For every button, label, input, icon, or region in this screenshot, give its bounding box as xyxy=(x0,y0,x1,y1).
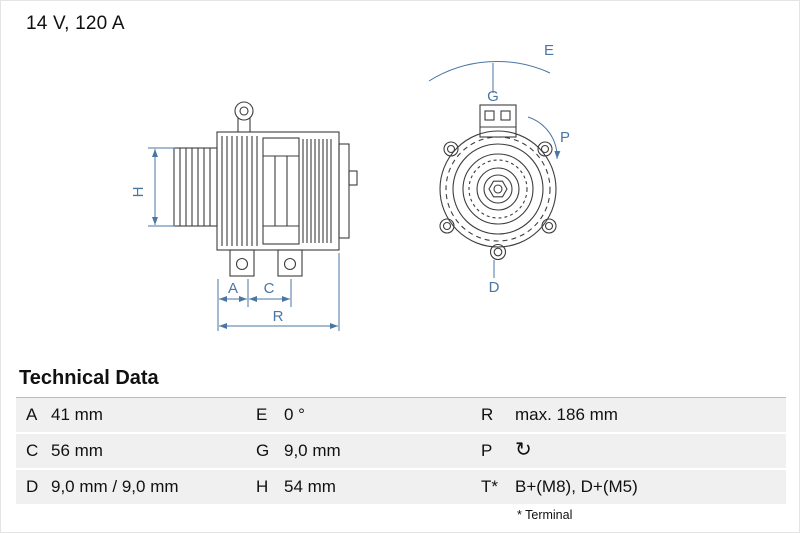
param-value: ↻ xyxy=(515,440,786,462)
cooling-fins-front xyxy=(221,136,258,246)
table-row: A 41 mm E 0 ° R max. 186 mm xyxy=(16,398,786,434)
param-key: P xyxy=(481,441,493,460)
front-view-annotations xyxy=(428,60,561,278)
param-value: 56 mm xyxy=(51,441,103,460)
mounting-holes xyxy=(439,141,557,261)
terminal-footnote: * Terminal xyxy=(517,508,573,522)
connector-tab xyxy=(348,170,358,186)
param-value: 0 ° xyxy=(284,405,305,424)
vent-slots xyxy=(445,136,551,242)
param-key: E xyxy=(256,405,268,424)
param-key: G xyxy=(256,441,270,460)
dim-label-r: R xyxy=(273,308,284,325)
alternator-front-view xyxy=(439,104,557,261)
pulley-grooves xyxy=(179,148,211,226)
dim-label-h: H xyxy=(130,187,147,198)
param-key: R xyxy=(481,405,494,424)
side-view-labels: H A C R xyxy=(130,187,284,325)
param-value: 9,0 mm xyxy=(284,441,341,460)
param-value: 9,0 mm / 9,0 mm xyxy=(51,477,179,496)
angle-e-arc xyxy=(428,60,551,82)
technical-drawing: H A C R xyxy=(130,42,570,331)
param-key: A xyxy=(26,405,38,424)
front-view-labels: E G P D xyxy=(487,42,570,296)
dim-h-extensions xyxy=(148,147,175,227)
drawing-area: H A C R xyxy=(1,1,800,353)
mounting-lug-2 xyxy=(277,249,303,277)
dim-label-g: G xyxy=(487,88,499,105)
technical-data-heading: Technical Data xyxy=(19,367,159,389)
dim-label-p: P xyxy=(560,129,570,146)
dim-label-e: E xyxy=(544,42,554,59)
mounting-lug-1 xyxy=(229,249,255,277)
rotation-direction-arrow xyxy=(527,116,561,160)
stator-section xyxy=(262,137,300,245)
dim-extension-lines xyxy=(217,253,340,331)
param-key: C xyxy=(26,441,39,460)
outer-rim xyxy=(439,130,557,248)
rear-cover xyxy=(338,143,350,239)
side-view-dimensions xyxy=(148,147,340,331)
shaft-nut xyxy=(488,180,508,198)
table-row: C 56 mm G 9,0 mm P ↻ xyxy=(16,434,786,470)
param-key: H xyxy=(256,477,269,496)
housing xyxy=(216,131,340,251)
cooling-fins-rear xyxy=(302,139,332,243)
eyelet-ring xyxy=(234,101,254,121)
param-value: 54 mm xyxy=(284,477,336,496)
param-key: D xyxy=(26,477,39,496)
terminal-block xyxy=(479,104,517,138)
dim-label-c: C xyxy=(264,280,275,297)
product-rating: 14 V, 120 A xyxy=(26,13,125,34)
technical-data-table: A 41 mm E 0 ° R max. 186 mm C 56 mm G 9,… xyxy=(16,397,786,506)
alternator-side-view xyxy=(173,101,358,277)
table-row: D 9,0 mm / 9,0 mm H 54 mm T* B+(M8), D+(… xyxy=(16,470,786,506)
param-value: max. 186 mm xyxy=(515,405,618,424)
rotation-cw-icon: ↻ xyxy=(515,440,532,461)
param-value: B+(M8), D+(M5) xyxy=(515,477,638,496)
dim-label-a: A xyxy=(228,280,238,297)
param-value: 41 mm xyxy=(51,405,103,424)
dim-label-d: D xyxy=(489,279,500,296)
param-key: T* xyxy=(481,477,498,496)
eyelet-stem xyxy=(237,118,251,132)
